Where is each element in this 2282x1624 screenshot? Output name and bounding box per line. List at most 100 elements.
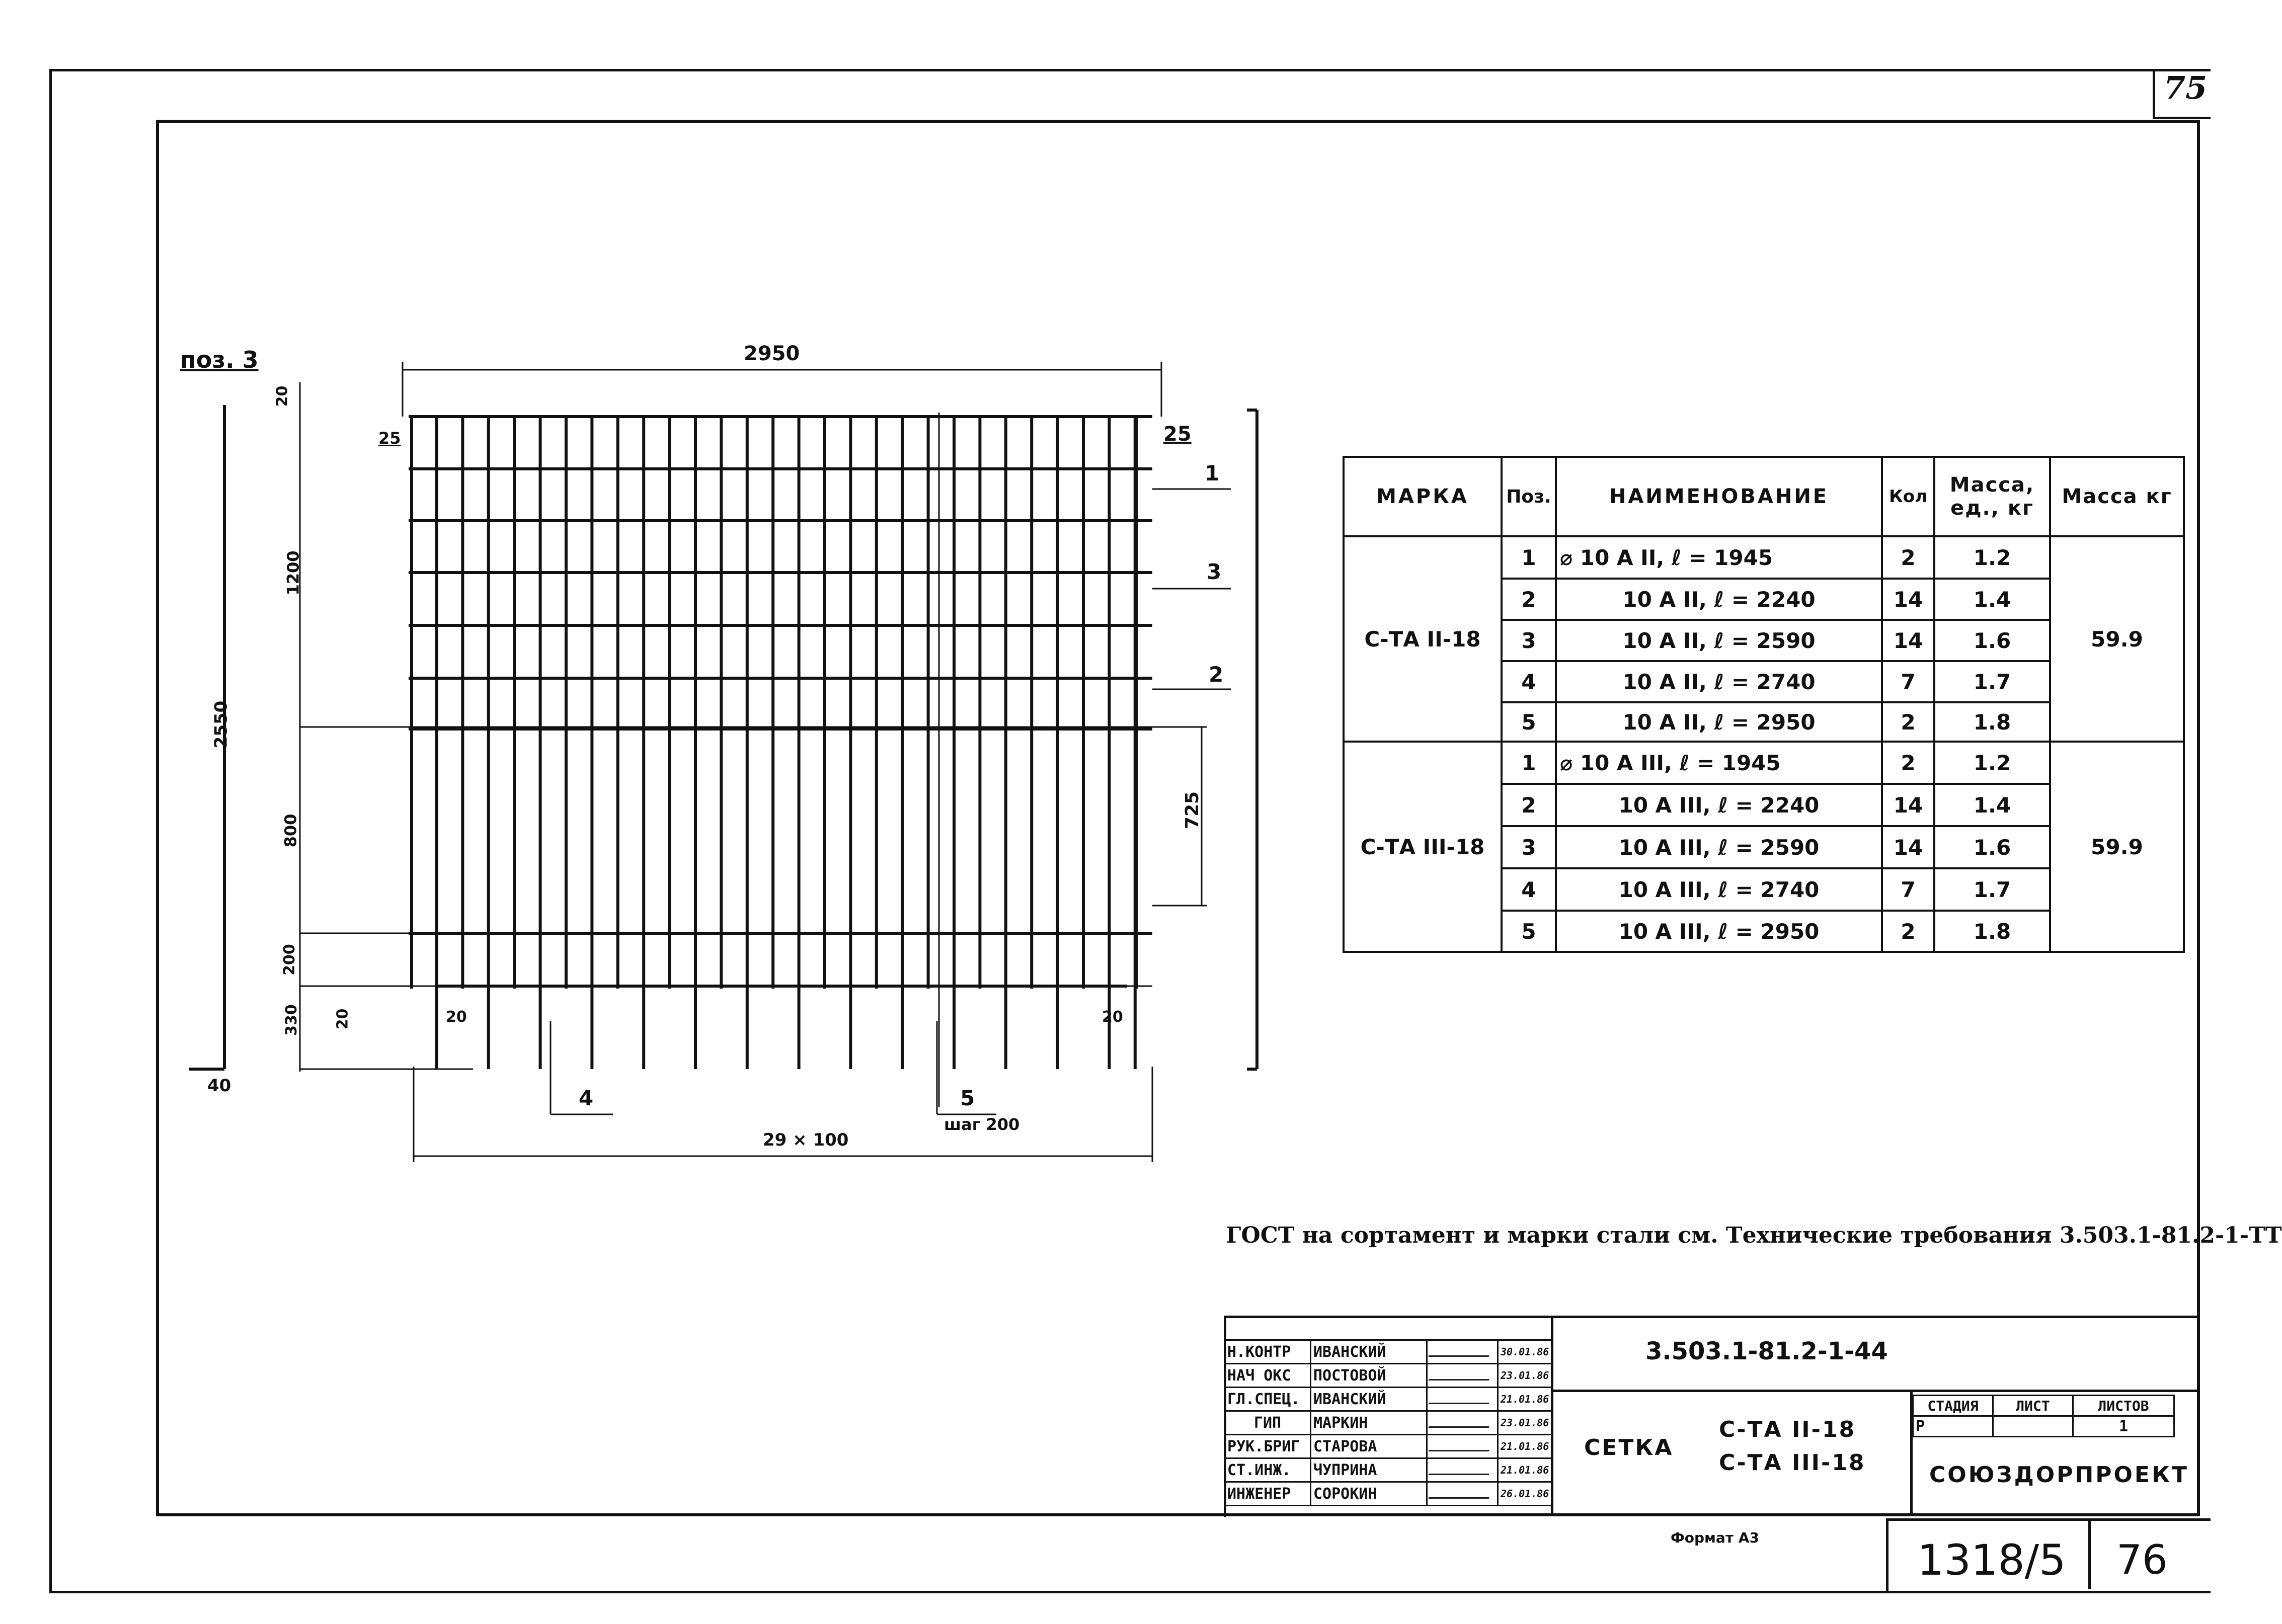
role: ИНЖЕНЕР: [1224, 1481, 1311, 1506]
date: 23.01.86: [1497, 1410, 1553, 1435]
dim-right-side: 725: [1182, 791, 1203, 830]
top-sheet-number: 75: [2164, 69, 2208, 106]
row-mass: 1.4: [1933, 578, 2051, 621]
row-mass: 1.7: [1933, 660, 2051, 703]
dim-bottom-extra: 40: [207, 1076, 231, 1096]
dim-bottom-left-b: 20: [446, 1008, 467, 1026]
person-name: ИВАНСКИЙ: [1310, 1387, 1428, 1412]
header-total-mass: Масса кг: [2049, 456, 2185, 537]
group-mark: С-ТА II-18: [1343, 535, 1503, 743]
group-total: 59.9: [2049, 741, 2185, 953]
sheet-outer-border: [49, 69, 2211, 1593]
row-pos: 1: [1501, 535, 1557, 580]
signature-mark: [1428, 1350, 1491, 1357]
gost-note: ГОСТ на сортамент и марки стали см. Техн…: [1226, 1223, 2282, 1248]
row-pos: 2: [1501, 578, 1557, 621]
table-row: 3 10 А II, ℓ = 2590 14 1.6: [1344, 619, 2184, 662]
date: 26.01.86: [1497, 1481, 1553, 1506]
row-qty: 14: [1881, 825, 1935, 869]
row-name: 10 А II, ℓ = 2590: [1555, 619, 1883, 662]
mark-2: С-ТА II-18: [1719, 1417, 1856, 1442]
person-name: МАРКИН: [1310, 1410, 1428, 1435]
row-name: 10 А II, ℓ = 2950: [1555, 701, 1883, 743]
sheet-header: ЛИСТ: [1992, 1395, 2074, 1417]
dim-lower-zone: 200: [280, 944, 298, 976]
row-pos: 4: [1501, 867, 1557, 912]
table-row: РУК.БРИГ СТАРОВА 21.01.86: [1224, 1434, 1553, 1459]
role: СТ.ИНЖ.: [1224, 1457, 1311, 1483]
top-number-box: [2153, 69, 2211, 119]
table-row: 5 10 А II, ℓ = 2950 2 1.8: [1344, 701, 2184, 743]
person-name: ЧУПРИНА: [1310, 1457, 1428, 1483]
row-name: 10 А II, ℓ = 2240: [1555, 578, 1883, 621]
person-name: СОРОКИН: [1310, 1481, 1428, 1506]
signature: [1426, 1481, 1499, 1506]
table-row: ИНЖЕНЕР СОРОКИН 26.01.86: [1224, 1481, 1553, 1506]
row-qty: 2: [1881, 535, 1935, 580]
title-block-divider-v2: [1910, 1392, 1913, 1514]
signature-mark: [1428, 1468, 1491, 1475]
row-mass: 1.4: [1933, 783, 2051, 827]
role: ГЛ.СПЕЦ.: [1224, 1387, 1311, 1412]
table-row: СТАДИЯ ЛИСТ ЛИСТОВ: [1912, 1395, 2175, 1417]
table-row: ГЛ.СПЕЦ. ИВАНСКИЙ 21.01.86: [1224, 1387, 1553, 1412]
row-mass: 1.8: [1933, 910, 2051, 953]
registry-number: 1318/5: [1917, 1535, 2066, 1585]
dim-right-offset: 25: [1163, 423, 1192, 446]
callout-3: 3: [1207, 559, 1222, 584]
person-name: ИВАНСКИЙ: [1310, 1339, 1428, 1364]
table-row: 4 10 А II, ℓ = 2740 7 1.7: [1344, 660, 2184, 703]
signature: [1426, 1410, 1499, 1435]
role: РУК.БРИГ: [1224, 1434, 1311, 1459]
row-pos: 5: [1501, 910, 1557, 953]
row-mass: 1.6: [1933, 825, 2051, 869]
row-qty: 7: [1881, 660, 1935, 703]
spec-header-row: МАРКА Поз. НАИМЕНОВАНИЕ Кол Масса, ед., …: [1343, 456, 2185, 537]
dim-step: шаг 200: [944, 1115, 1020, 1134]
row-pos: 2: [1501, 783, 1557, 827]
group-mark: С-ТА III-18: [1343, 741, 1503, 953]
dim-left-offset: 25: [378, 429, 401, 448]
title-block-divider-h: [1551, 1390, 2197, 1392]
sheets-value: 1: [2072, 1415, 2175, 1437]
signature: [1426, 1387, 1499, 1412]
row-qty: 14: [1881, 619, 1935, 662]
row-mass: 1.6: [1933, 619, 2051, 662]
table-row: Н.КОНТР ИВАНСКИЙ 30.01.86: [1224, 1339, 1553, 1364]
dim-middle-zone: 800: [281, 814, 300, 848]
row-qty: 14: [1881, 578, 1935, 621]
date: 23.01.86: [1497, 1363, 1553, 1388]
table-row: НАЧ ОКС ПОСТОВОЙ 23.01.86: [1224, 1363, 1553, 1388]
doc-code: 3.503.1-81.2-1-44: [1645, 1337, 1888, 1365]
mesh-drawing: [189, 362, 1258, 1162]
row-name: 10 А II, ℓ = 2740: [1555, 660, 1883, 703]
row-mass: 1.7: [1933, 867, 2051, 912]
row-pos: 5: [1501, 701, 1557, 743]
signature-mark: [1428, 1492, 1491, 1499]
dim-spacing: 29 × 100: [763, 1130, 849, 1150]
dim-overall-height: 2550: [211, 700, 231, 749]
row-qty: 14: [1881, 783, 1935, 827]
header-qty: Кол: [1881, 456, 1935, 537]
signature: [1426, 1457, 1499, 1483]
stage-table: СТАДИЯ ЛИСТ ЛИСТОВ Р 1: [1912, 1395, 2175, 1437]
dim-upper-zone: 1200: [283, 550, 303, 596]
page-number: 76: [2116, 1536, 2168, 1583]
signature-mark: [1428, 1373, 1491, 1381]
table-row: 4 10 А III, ℓ = 2740 7 1.7: [1344, 867, 2184, 912]
row-pos: 1: [1501, 741, 1557, 785]
row-pos: 3: [1501, 619, 1557, 662]
row-name: 10 А III, ℓ = 2240: [1555, 783, 1883, 827]
dim-top-gap: 20: [273, 385, 291, 407]
stage-header: СТАДИЯ: [1912, 1395, 1994, 1417]
row-name: 10 А III, ℓ = 2740: [1555, 867, 1883, 912]
role: Н.КОНТР: [1224, 1339, 1311, 1364]
date: 21.01.86: [1497, 1457, 1553, 1483]
dim-bottom-right: 20: [1102, 1008, 1123, 1026]
table-row: СТ.ИНЖ. ЧУПРИНА 21.01.86: [1224, 1457, 1553, 1483]
person-name: СТАРОВА: [1310, 1434, 1428, 1459]
callout-4: 4: [579, 1086, 594, 1110]
signatures-table: Н.КОНТР ИВАНСКИЙ 30.01.86 НАЧ ОКС ПОСТОВ…: [1224, 1339, 1553, 1506]
group-total: 59.9: [2049, 535, 2185, 743]
registry-divider: [2088, 1518, 2091, 1589]
